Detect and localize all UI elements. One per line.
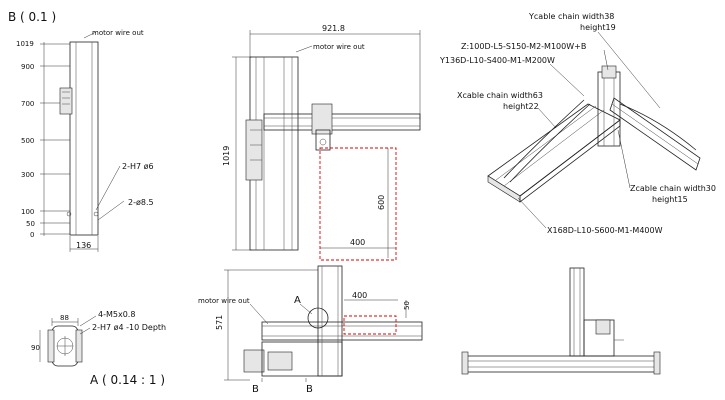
front-view: 921.8 1019 600 400 motor wire out (222, 24, 421, 261)
view-a-h7-label: 2-H7 ø4 -10 Depth (92, 323, 166, 332)
tick-1019: 1019 (16, 40, 34, 48)
view-b-motor (59, 87, 73, 115)
top-marker-b2: B (306, 384, 313, 395)
front-dim-height: 1019 (222, 146, 231, 166)
view-a-dim-90: 90 (31, 344, 40, 352)
iso-y-label: Y136D-L10-S400-M1-M200W (439, 56, 555, 65)
view-a-title: A ( 0.14 : 1 ) (90, 373, 165, 387)
iso-z-label: Z:100D-L5-S150-M2-M100W+B (461, 42, 586, 51)
front-stroke-box (319, 147, 397, 261)
view-b-motor-label: motor wire out (92, 29, 144, 37)
iso-z-axis (597, 71, 621, 147)
view-a-dim-88: 88 (60, 314, 69, 322)
top-view: 571 400 50 A B B motor wire out (198, 265, 423, 395)
front-dim-stroke-x: 400 (350, 238, 365, 247)
side-vertical (569, 267, 585, 357)
iso-x-label: X168D-L10-S600-M1-M400W (547, 226, 663, 235)
tick-0: 0 (30, 231, 34, 239)
top-dim-50: 50 (403, 301, 411, 310)
iso-xcable-height: height22 (503, 102, 539, 111)
view-b-title: B ( 0.1 ) (8, 10, 56, 24)
top-stroke-box (343, 315, 397, 335)
front-dim-stroke-y: 600 (377, 195, 386, 210)
top-motor-label: motor wire out (198, 297, 250, 305)
iso-x-axis (487, 103, 621, 197)
front-motor-label: motor wire out (313, 43, 365, 51)
top-dim-571: 571 (215, 315, 224, 330)
front-dim-top: 921.8 (322, 24, 345, 33)
view-b-body (69, 41, 99, 236)
top-y-axis (317, 265, 343, 377)
tick-700: 700 (21, 100, 34, 108)
front-horizontal-axis (263, 113, 421, 131)
view-b: B ( 0.1 ) 1019 900 700 500 300 100 50 0 (8, 10, 154, 252)
iso-ycable-height: height19 (580, 23, 616, 32)
iso-view: Ycable chain width38 height19 Z:100D-L5-… (439, 12, 716, 235)
iso-y-axis (609, 97, 701, 171)
view-b-ticks: 1019 900 700 500 300 100 50 0 (16, 40, 70, 239)
view-b-h7-label: 2-H7 ø6 (122, 162, 154, 171)
top-marker-b1: B (252, 384, 259, 395)
top-marker-a: A (294, 295, 301, 306)
side-base (465, 355, 657, 373)
iso-zcable-label: Zcable chain width30 (630, 184, 716, 193)
tick-900: 900 (21, 63, 34, 71)
tick-100: 100 (21, 208, 34, 216)
tick-500: 500 (21, 137, 34, 145)
view-a-m5-label: 4-M5x0.8 (98, 310, 135, 319)
top-dim-400: 400 (352, 291, 367, 300)
iso-xcable-label: Xcable chain width63 (457, 91, 543, 100)
iso-zcable-height: height15 (652, 195, 688, 204)
tick-300: 300 (21, 171, 34, 179)
tick-50: 50 (26, 220, 35, 228)
side-view (461, 267, 661, 375)
view-a: 88 90 4-M5x0.8 2-H7 ø4 -10 Depth A ( 0.1… (31, 310, 166, 387)
view-b-fd-label: 2-ø8.5 (128, 198, 154, 207)
view-b-width-dim: 136 (76, 241, 91, 250)
iso-ycable-label: Ycable chain width38 (528, 12, 614, 21)
